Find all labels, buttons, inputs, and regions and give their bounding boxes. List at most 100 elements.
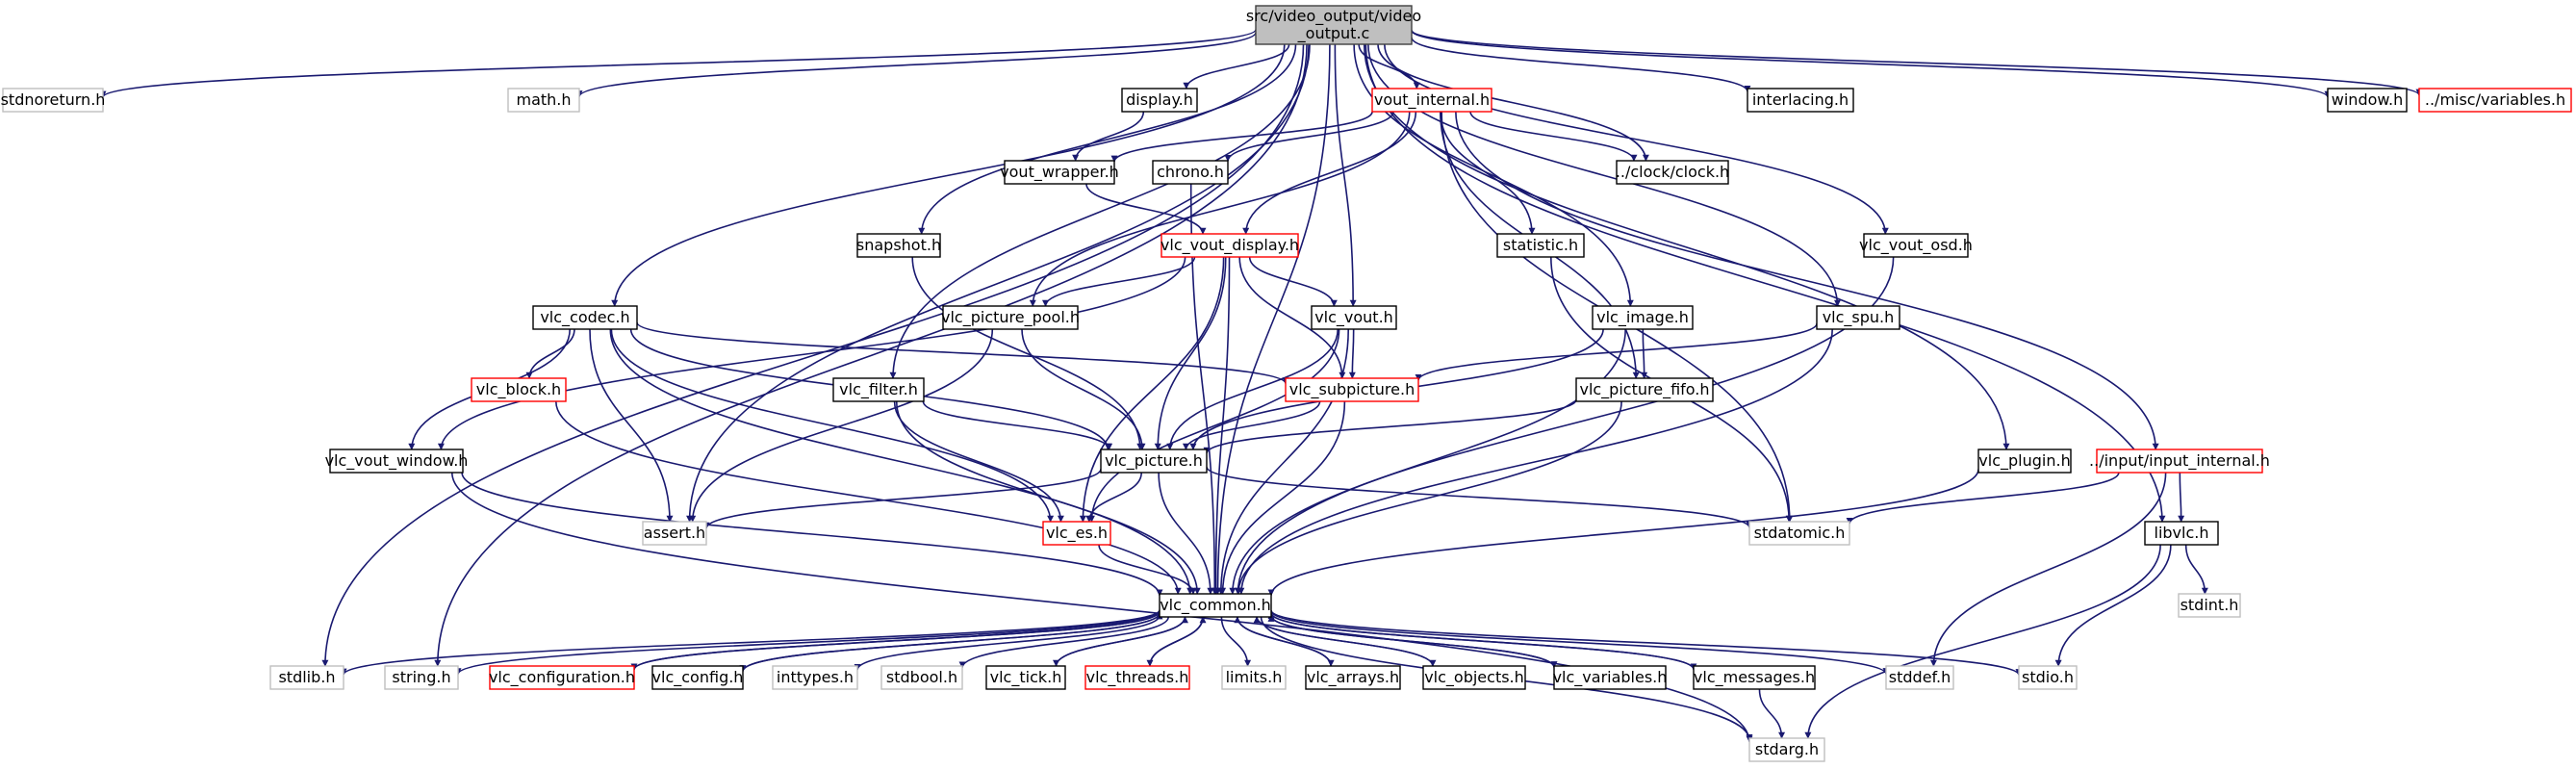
node-stdnoreturn[interactable]: stdnoreturn.h xyxy=(1,88,106,113)
node-vlc-objects[interactable]: vlc_objects.h xyxy=(1422,665,1526,690)
node-vlc-tick[interactable]: vlc_tick.h xyxy=(985,665,1066,690)
node-label: stddef.h xyxy=(1889,668,1951,686)
node-snapshot[interactable]: snapshot.h xyxy=(856,233,941,258)
edge-vlc-objects-to-vlc-common xyxy=(1253,616,1434,667)
node-stddef[interactable]: stddef.h xyxy=(1885,665,1954,690)
edge-vlc-spu-to-vlc-common xyxy=(1237,328,1833,595)
node-label: window.h xyxy=(2332,90,2403,109)
edge-vlc-picture-fifo-to-vlc-common xyxy=(1235,400,1622,595)
node-label: inttypes.h xyxy=(777,668,854,686)
edge-vlc-config-to-vlc-common xyxy=(742,612,1163,672)
node-vlc-messages[interactable]: vlc_messages.h xyxy=(1693,665,1816,690)
node-statistic[interactable]: statistic.h xyxy=(1496,233,1585,258)
node-display[interactable]: display.h xyxy=(1121,88,1198,113)
edge-libvlc-to-stdint xyxy=(2184,544,2208,595)
node-stdlib[interactable]: stdlib.h xyxy=(269,665,344,690)
node-label: vlc_vout.h xyxy=(1314,308,1393,327)
node-vlc-subpicture[interactable]: vlc_subpicture.h xyxy=(1285,377,1419,402)
node-box xyxy=(880,665,963,690)
edge-root-to-vlc-image xyxy=(1353,43,1634,307)
node-vlc-threads[interactable]: vlc_threads.h xyxy=(1084,665,1190,690)
edge-vlc-picture-to-vlc-common xyxy=(1158,472,1214,595)
node-box xyxy=(2018,665,2078,690)
node-vlc-es[interactable]: vlc_es.h xyxy=(1042,521,1111,546)
edge-root-to-libvlc xyxy=(1365,43,2166,523)
node-vlc-block[interactable]: vlc_block.h xyxy=(471,377,567,402)
edge-vlc-configuration-to-vlc-common xyxy=(633,610,1163,671)
node-vlc-picture[interactable]: vlc_picture.h xyxy=(1100,449,1208,474)
node-label: vlc_picture_fifo.h xyxy=(1579,380,1709,399)
node-interlacing[interactable]: interlacing.h xyxy=(1747,88,1854,113)
node-vlc-picture-fifo[interactable]: vlc_picture_fifo.h xyxy=(1575,377,1714,402)
edge-vlc-subpicture-to-vlc-common xyxy=(1219,400,1346,595)
node-vlc-variables[interactable]: vlc_variables.h xyxy=(1553,665,1668,690)
node-label: snapshot.h xyxy=(856,236,941,254)
node-misc-variables[interactable]: ../misc/variables.h xyxy=(2418,88,2572,113)
node-box xyxy=(1042,521,1111,546)
node-math[interactable]: math.h xyxy=(507,88,580,113)
node-vlc-vout-window[interactable]: vlc_vout_window.h xyxy=(325,449,469,474)
node-label: vlc_vout_window.h xyxy=(325,451,469,471)
node-limits[interactable]: limits.h xyxy=(1221,665,1287,690)
node-box xyxy=(942,305,1079,330)
node-vlc-vout-display[interactable]: vlc_vout_display.h xyxy=(1160,233,1299,258)
node-chrono[interactable]: chrono.h xyxy=(1152,160,1229,185)
node-vlc-arrays[interactable]: vlc_arrays.h xyxy=(1305,665,1401,690)
node-root[interactable]: src/video_output/video_output.c xyxy=(1246,5,1421,45)
edge-libvlc-to-stdarg xyxy=(1804,544,2161,739)
node-vlc-plugin[interactable]: vlc_plugin.h xyxy=(1977,449,2072,474)
node-box xyxy=(489,665,635,690)
edge-vout-internal-to-vout-wrapper xyxy=(1110,111,1373,163)
node-vlc-configuration[interactable]: vlc_configuration.h xyxy=(489,665,635,690)
node-box xyxy=(832,377,925,402)
node-label: ../misc/variables.h xyxy=(2425,90,2565,109)
node-stdbool[interactable]: stdbool.h xyxy=(880,665,963,690)
node-box xyxy=(1496,233,1585,258)
node-window[interactable]: window.h xyxy=(2327,88,2408,113)
edge-vlc-codec-to-vlc-common xyxy=(609,328,1194,595)
edge-vlc-vout-display-to-vlc-subpicture xyxy=(1238,256,1346,379)
edge-vlc-vout-to-vlc-common xyxy=(1217,328,1350,595)
node-vlc-picture-pool[interactable]: vlc_picture_pool.h xyxy=(941,305,1080,330)
node-vout-internal[interactable]: vout_internal.h xyxy=(1371,88,1492,113)
node-vlc-filter[interactable]: vlc_filter.h xyxy=(832,377,925,402)
node-label: stdlib.h xyxy=(278,668,335,686)
edge-vlc-vout-display-to-vlc-vout xyxy=(1248,256,1338,307)
node-inttypes[interactable]: inttypes.h xyxy=(772,665,858,690)
node-libvlc[interactable]: libvlc.h xyxy=(2144,521,2219,546)
node-stdint[interactable]: stdint.h xyxy=(2178,593,2241,618)
node-label: stdbool.h xyxy=(886,668,957,686)
node-string[interactable]: string.h xyxy=(384,665,459,690)
node-box xyxy=(1311,305,1397,330)
node-vlc-image[interactable]: vlc_image.h xyxy=(1592,305,1694,330)
node-vlc-config[interactable]: vlc_config.h xyxy=(651,665,744,690)
node-vlc-spu[interactable]: vlc_spu.h xyxy=(1816,305,1900,330)
edge-root-to-vlc-codec xyxy=(611,43,1286,307)
node-box xyxy=(2178,593,2241,618)
edge-vlc-picture-fifo-to-vlc-picture xyxy=(1203,398,1577,454)
node-stdarg[interactable]: stdarg.h xyxy=(1748,737,1825,762)
node-box xyxy=(329,449,464,474)
node-vlc-codec[interactable]: vlc_codec.h xyxy=(532,305,638,330)
node-label: src/video_output/video xyxy=(1246,7,1421,26)
node-assert[interactable]: assert.h xyxy=(642,521,707,546)
node-vout-wrapper[interactable]: vout_wrapper.h xyxy=(1000,160,1119,185)
node-label: vlc_objects.h xyxy=(1424,668,1524,687)
node-box xyxy=(1616,160,1729,185)
node-label: chrono.h xyxy=(1157,163,1224,181)
node-clock[interactable]: ../clock/clock.h xyxy=(1616,160,1729,185)
node-label: stdarg.h xyxy=(1755,740,1819,758)
node-stdatomic[interactable]: stdatomic.h xyxy=(1748,521,1850,546)
edge-vout-internal-to-statistic xyxy=(1440,111,1536,235)
node-vlc-vout-osd[interactable]: vlc_vout_osd.h xyxy=(1859,233,1973,258)
node-vlc-common[interactable]: vlc_common.h xyxy=(1159,593,1272,618)
node-vlc-vout[interactable]: vlc_vout.h xyxy=(1311,305,1397,330)
node-stdio[interactable]: stdio.h xyxy=(2018,665,2078,690)
edge-vlc-tick-to-vlc-common xyxy=(1055,616,1188,667)
node-box xyxy=(2418,88,2572,113)
node-label: vlc_arrays.h xyxy=(1307,668,1399,687)
node-label: stdnoreturn.h xyxy=(1,90,106,109)
node-input-internal[interactable]: ../input/input_internal.h xyxy=(2089,449,2270,474)
node-label: vlc_block.h xyxy=(476,380,561,399)
edge-vlc-block-to-vlc-common xyxy=(554,400,1182,595)
